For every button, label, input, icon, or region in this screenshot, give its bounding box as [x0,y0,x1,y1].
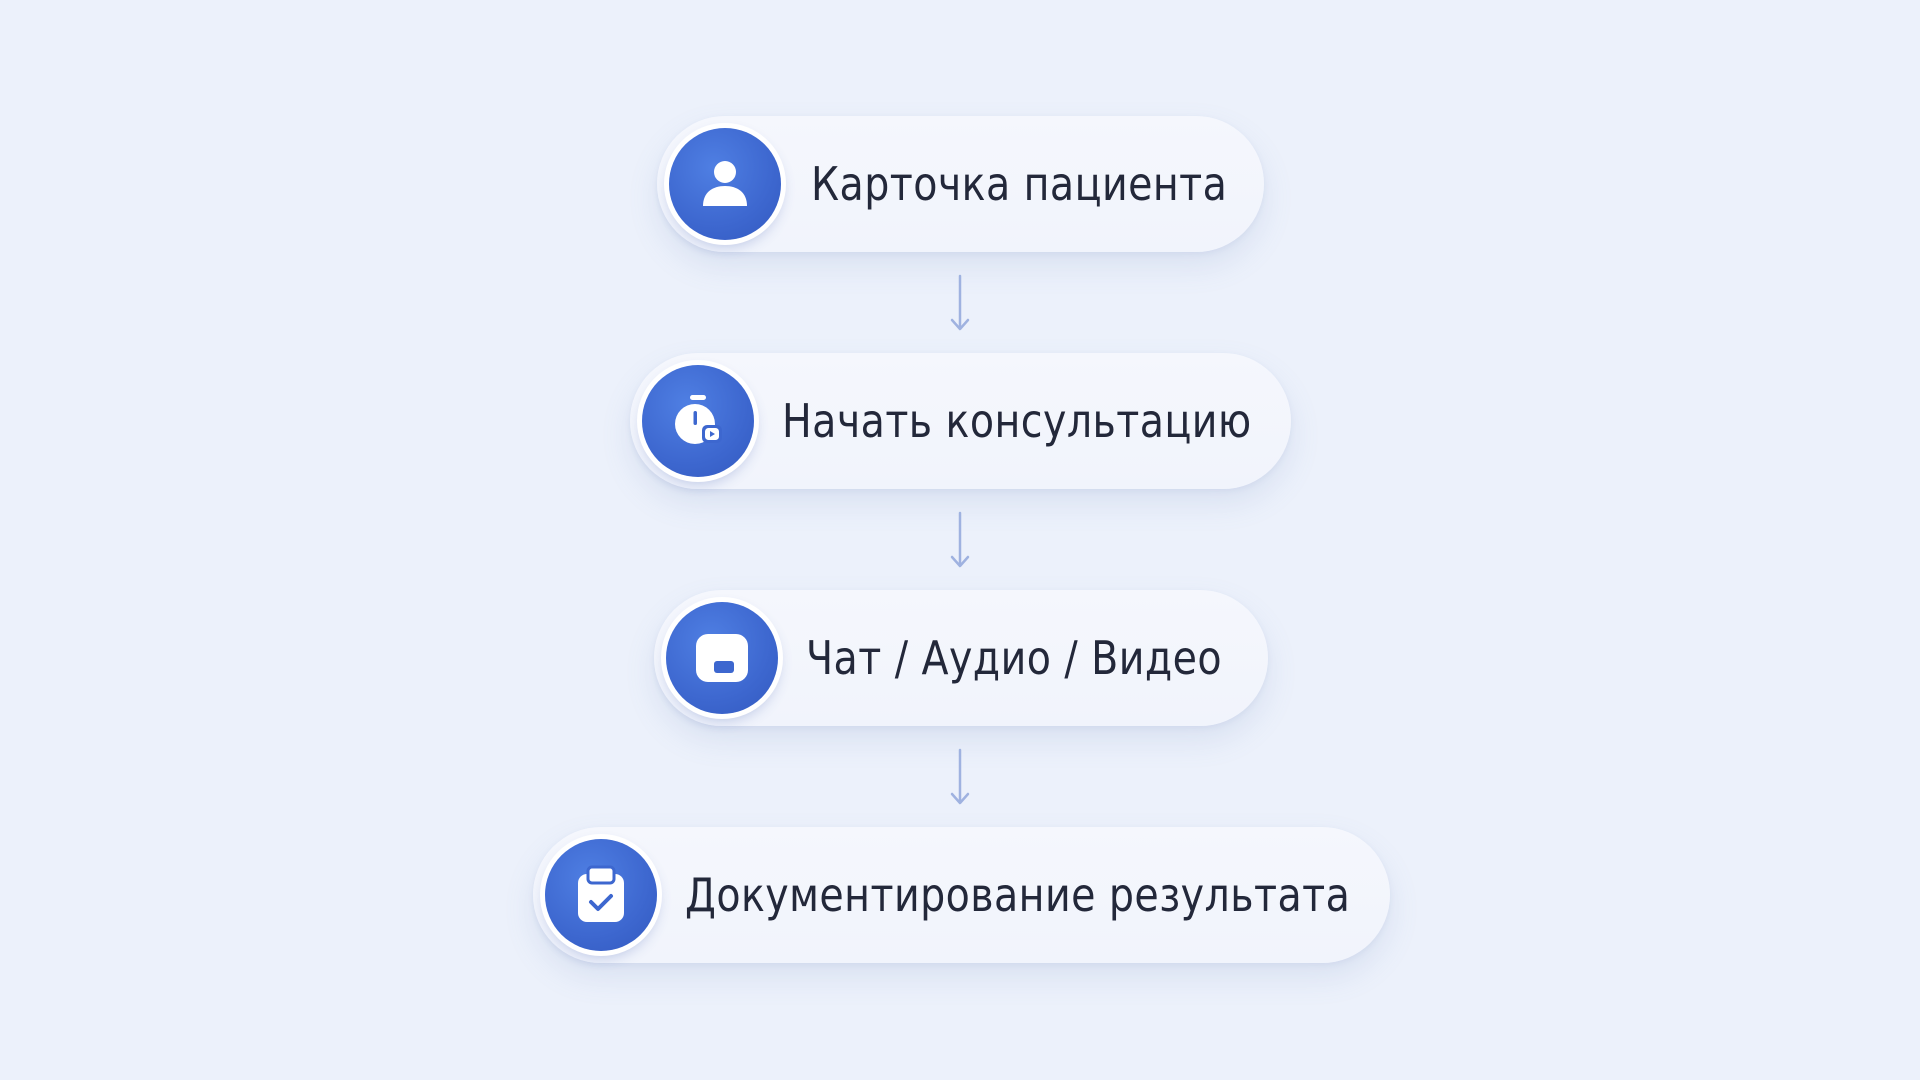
arrow-down-icon [950,274,970,331]
arrow-down-icon [950,748,970,805]
step-document-result: Документирование результата [533,827,1390,963]
stopwatch-play-icon [675,395,722,444]
chat-window-icon-badge [666,602,778,714]
step-label: Карточка пациента [811,157,1228,211]
arrow-down-icon [950,511,970,568]
stopwatch-play-icon-badge [642,365,754,477]
step-patient-card: Карточка пациента [657,116,1264,252]
user-icon-badge [669,128,781,240]
user-icon [703,161,747,206]
clipboard-check-icon-badge [545,839,657,951]
step-start-consultation: Начать консультацию [630,353,1291,489]
chat-window-icon [696,634,748,682]
step-label: Документирование результата [685,868,1351,922]
step-label: Чат / Аудио / Видео [806,631,1223,685]
clipboard-check-icon [578,865,624,922]
step-label: Начать консультацию [782,394,1252,448]
step-chat-audio-video: Чат / Аудио / Видео [654,590,1268,726]
